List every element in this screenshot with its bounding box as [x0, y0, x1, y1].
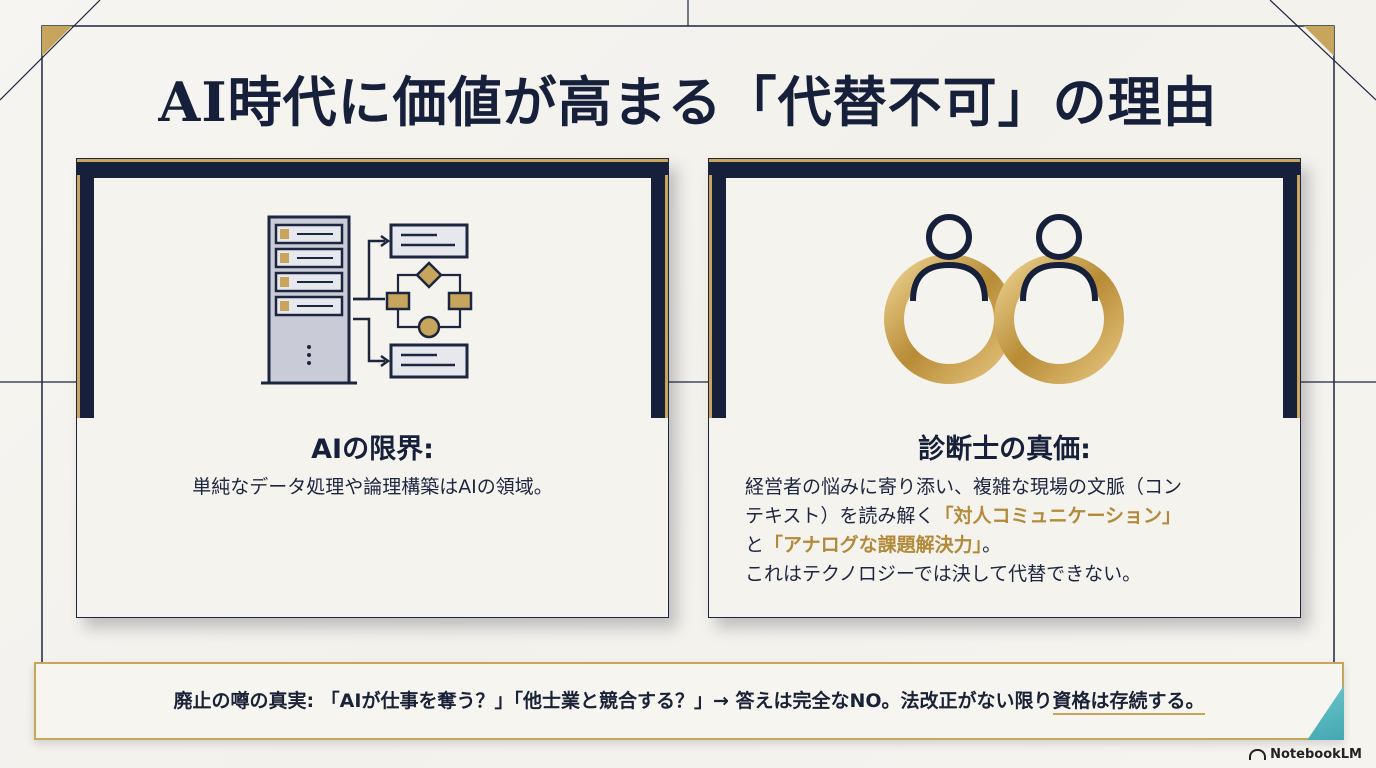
- banner-main-text: 廃止の噂の真実: 「AIが仕事を奪う？」「他士業と競合する？」→ 答えは完全なN…: [173, 690, 1053, 712]
- banner-underlined-text: 資格は存続する。: [1052, 690, 1205, 715]
- card-heading: AIの限界:: [311, 434, 434, 465]
- card-consultant-value: 診断士の真価: 経営者の悩みに寄り添い、複雑な現場の文脈（コン テキスト）を読み…: [708, 158, 1301, 618]
- body-line: テキスト）を読み解く「対人コミュニケーション」: [745, 502, 1285, 531]
- page-title: AI時代に価値が高まる「代替不可」の理由: [158, 70, 1218, 134]
- card-header-bar: [77, 159, 668, 178]
- notebooklm-logo-icon: [1249, 749, 1267, 760]
- card-heading: 診断士の真価:: [918, 434, 1091, 465]
- highlight-text: 「対人コミュニケーション」: [934, 505, 1182, 527]
- card-side-bar: [1283, 175, 1300, 418]
- body-text: テキスト）を読み解く: [745, 505, 935, 527]
- brand-text: NotebookLM: [1270, 747, 1362, 762]
- card-body: 単純なデータ処理や論理構築はAIの領域。: [192, 476, 553, 498]
- card-body: 経営者の悩みに寄り添い、複雑な現場の文脈（コン テキスト）を読み解く「対人コミュ…: [745, 473, 1285, 589]
- body-text: と: [745, 534, 765, 556]
- linked-people-rings-icon: [884, 214, 1124, 384]
- server-flowchart-icon: [261, 215, 473, 385]
- banner-text: 廃止の噂の真実: 「AIが仕事を奪う？」「他士業と競合する？」→ 答えは完全なN…: [36, 686, 1342, 715]
- body-line: 経営者の悩みに寄り添い、複雑な現場の文脈（コン: [745, 476, 1183, 498]
- card-header-bar: [709, 159, 1300, 178]
- body-line: と「アナログな課題解決力」。: [745, 531, 1285, 560]
- summary-banner: 廃止の噂の真実: 「AIが仕事を奪う？」「他士業と競合する？」→ 答えは完全なN…: [34, 662, 1344, 740]
- card-side-bar: [651, 175, 668, 418]
- brand-label: NotebookLM: [1249, 747, 1362, 762]
- body-line: これはテクノロジーでは決して代替できない。: [745, 563, 1142, 585]
- card-ai-limits: AIの限界: 単純なデータ処理や論理構築はAIの領域。: [76, 158, 669, 618]
- highlight-text: 「アナログな課題解決力」: [764, 534, 983, 556]
- body-text: 。: [982, 534, 1002, 556]
- card-side-bar: [77, 175, 94, 418]
- card-side-bar: [709, 175, 726, 418]
